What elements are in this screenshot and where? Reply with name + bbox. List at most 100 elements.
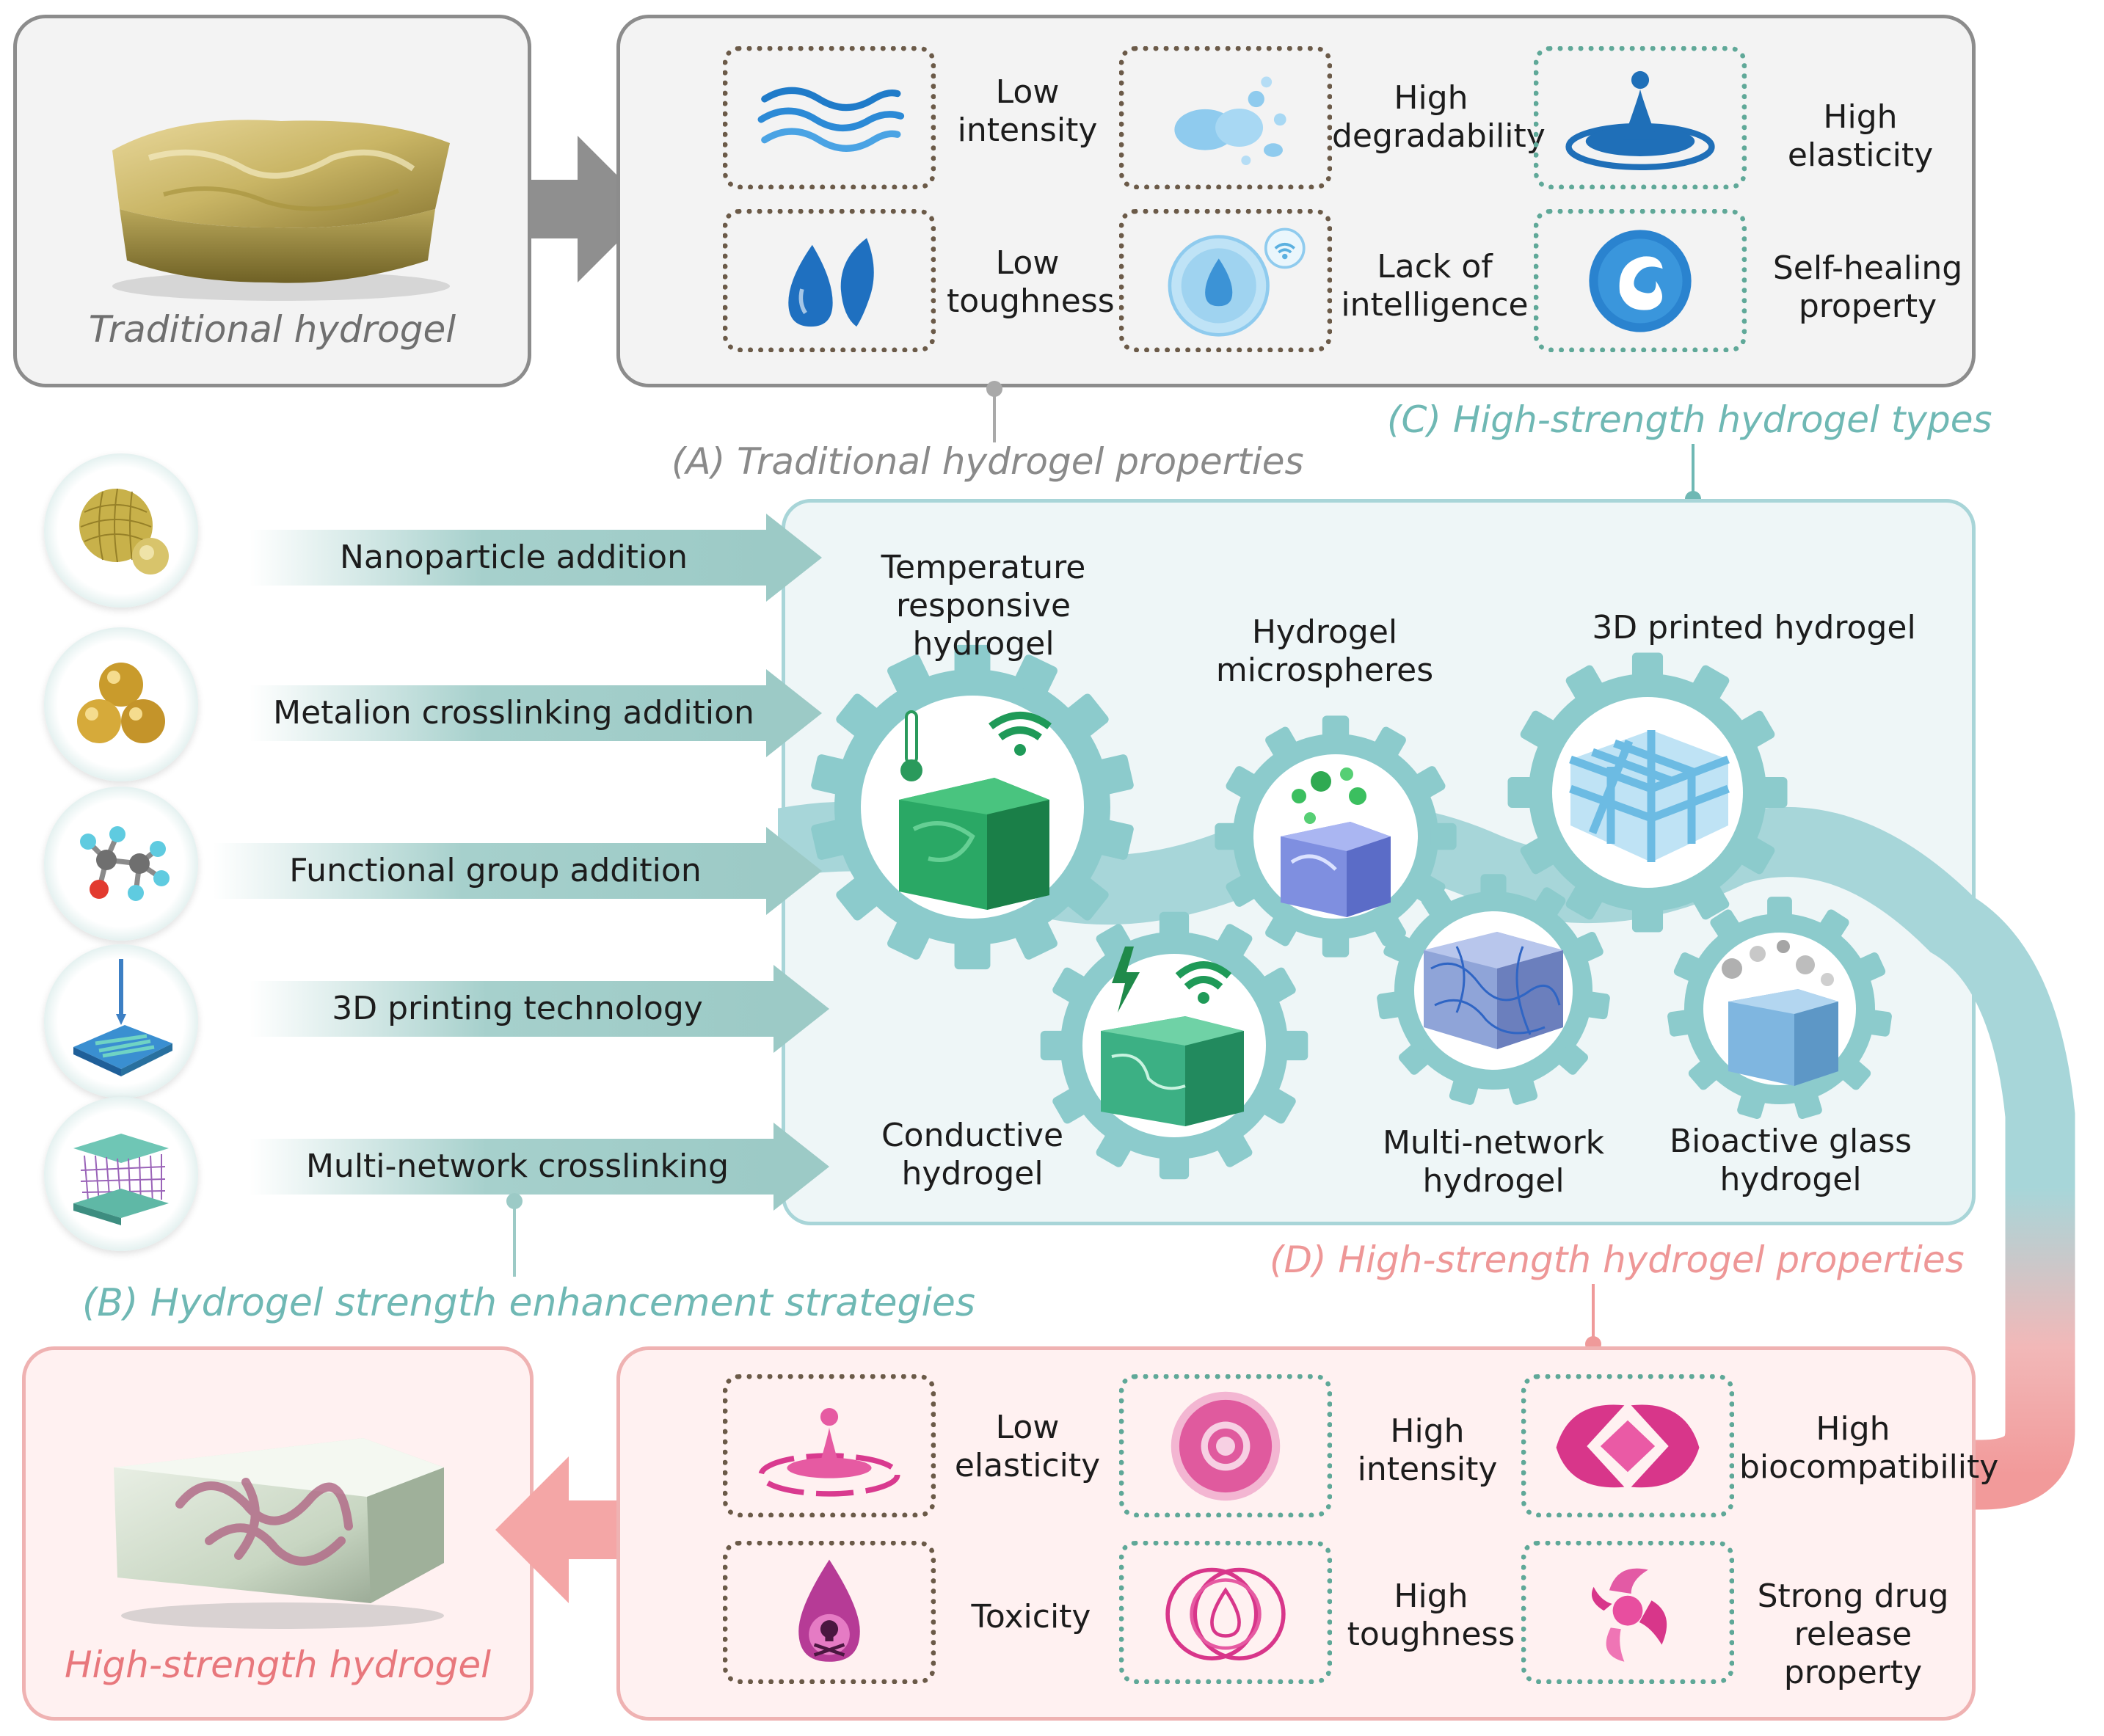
gear-tooth <box>1095 819 1134 860</box>
gear-tooth <box>1449 1076 1479 1105</box>
strategy-label: Nanoparticle addition <box>340 539 688 576</box>
gear-tooth <box>1573 932 1604 963</box>
gear-tooth <box>1565 665 1604 703</box>
gear-tooth <box>1480 874 1507 899</box>
label-high-biocompatibility: High biocompatibility <box>1739 1410 1999 1486</box>
gear-tooth <box>836 875 881 921</box>
gear-tooth <box>1737 836 1775 875</box>
label-toxicity: Toxicity <box>971 1598 1091 1635</box>
molecule-icon <box>80 826 170 901</box>
gear-tooth <box>1215 1131 1253 1167</box>
strategy-multi-network: Multi-network crosslinking <box>250 1123 829 1211</box>
microspheres-cube-icon <box>1281 767 1391 917</box>
gear-tooth <box>1159 1151 1190 1180</box>
cell-self-healing <box>1534 209 1747 352</box>
label-low-elasticity: Low elasticity <box>954 1409 1101 1484</box>
gear-tooth <box>1226 766 1259 799</box>
gear-tooth <box>1767 897 1792 921</box>
glass-bubbles-cube-icon <box>1722 940 1838 1086</box>
cell-high-elasticity <box>1534 46 1747 189</box>
label-hydrogel-microspheres: Hydrogel microspheres <box>1215 613 1434 689</box>
waves-icon <box>757 87 905 152</box>
gear-tooth <box>1095 754 1134 795</box>
gear-tooth <box>1040 1030 1069 1061</box>
strategy-label: Functional group addition <box>289 852 702 889</box>
arrow-head <box>773 1123 829 1211</box>
traditional-hydrogel-card: Traditional hydrogel <box>13 15 531 387</box>
gear-tooth <box>1737 710 1775 749</box>
gear-tooth <box>1096 924 1133 960</box>
caption-d: (D) High-strength hydrogel properties <box>1270 1239 1965 1281</box>
swirl-icon <box>1589 230 1692 332</box>
gear-tooth <box>1667 1010 1694 1037</box>
gear-tooth <box>954 936 991 970</box>
gear-tooth <box>1737 1091 1766 1120</box>
cell-high-intensity <box>1119 1374 1332 1517</box>
water-splash-icon <box>1174 76 1286 166</box>
gear-tooth <box>1631 652 1664 682</box>
gear-tooth <box>1631 902 1664 933</box>
arrow-head <box>773 965 829 1053</box>
connector-b <box>506 1193 523 1277</box>
cell-low-toughness <box>723 209 936 352</box>
gear-tooth <box>1063 693 1109 740</box>
strategy-circle-multi-network <box>44 1097 198 1251</box>
high-strength-hydrogel-title: High-strength hydrogel <box>64 1644 492 1686</box>
gear-tooth <box>1226 874 1259 907</box>
gear-tooth <box>1865 1010 1892 1037</box>
cell-high-biocompatibility <box>1521 1374 1734 1517</box>
cell-high-toughness <box>1119 1541 1332 1684</box>
water-ripple-icon <box>1565 70 1715 170</box>
pink-arrow-icon <box>495 1456 620 1603</box>
label-conductive: Conductive hydrogel <box>881 1117 1064 1192</box>
cell-low-intensity <box>723 46 936 189</box>
gear-tooth <box>1373 726 1406 759</box>
label-self-healing: Self-healing property <box>1772 249 1963 325</box>
gear-tooth <box>1383 932 1414 963</box>
pink-diamond-icon <box>1556 1404 1700 1488</box>
pink-ripple-icon <box>758 1407 900 1497</box>
strategy-circle-nanoparticle <box>44 453 198 608</box>
cell-high-degradability <box>1119 46 1332 189</box>
gear-tooth <box>1280 1030 1308 1061</box>
traditional-hydrogel-title: Traditional hydrogel <box>88 308 456 351</box>
gear-tooth <box>1556 1043 1589 1075</box>
pink-petals-icon <box>1591 1568 1667 1662</box>
label-high-elasticity: High elasticity <box>1787 98 1934 174</box>
label-high-intensity: High intensity <box>1357 1412 1498 1488</box>
connector-d <box>1585 1284 1601 1352</box>
gear-tooth <box>1052 1087 1089 1124</box>
strategy-nanoparticle: Nanoparticle addition <box>250 514 822 602</box>
gear-tooth <box>1583 991 1610 1020</box>
gear-tooth <box>836 693 881 740</box>
arrow-head <box>766 669 822 757</box>
strategy-circle-3d-printing <box>44 944 198 1098</box>
gear-tooth <box>1215 924 1253 960</box>
label-lack-of-intelligence: Lack of intelligence <box>1341 248 1529 324</box>
strategy-label: Metalion crosslinking addition <box>273 694 754 732</box>
gear-tooth <box>1710 909 1741 940</box>
strategy-circle-metalion <box>44 627 198 781</box>
strategy-label: 3D printing technology <box>332 990 703 1027</box>
strategy-label: Multi-network crosslinking <box>305 1148 729 1185</box>
gear-tooth <box>887 654 931 698</box>
gear-tooth <box>1534 887 1566 919</box>
cell-toxicity <box>723 1541 936 1684</box>
arrow-head <box>766 514 822 602</box>
gear-tooth <box>1691 882 1730 920</box>
high-strength-hydrogel-image <box>114 1438 444 1629</box>
gear-tooth <box>1758 776 1788 809</box>
gear-tooth <box>1688 1059 1719 1090</box>
strategy-circle-functional-group <box>44 787 198 941</box>
strategy-functional-group: Functional group addition <box>213 827 822 915</box>
gear-tooth <box>1520 710 1558 749</box>
gear-tooth <box>1322 715 1350 742</box>
gear-tooth <box>1215 823 1241 850</box>
label-high-toughness: High toughness <box>1347 1578 1515 1653</box>
network-layers-icon <box>73 1134 169 1225</box>
gear-tooth <box>887 916 931 960</box>
gear-tooth <box>1013 654 1058 698</box>
water-bubble-wifi-icon <box>1168 227 1306 337</box>
gear-tooth <box>1430 823 1457 850</box>
cell-lack-of-intelligence <box>1119 209 1332 352</box>
